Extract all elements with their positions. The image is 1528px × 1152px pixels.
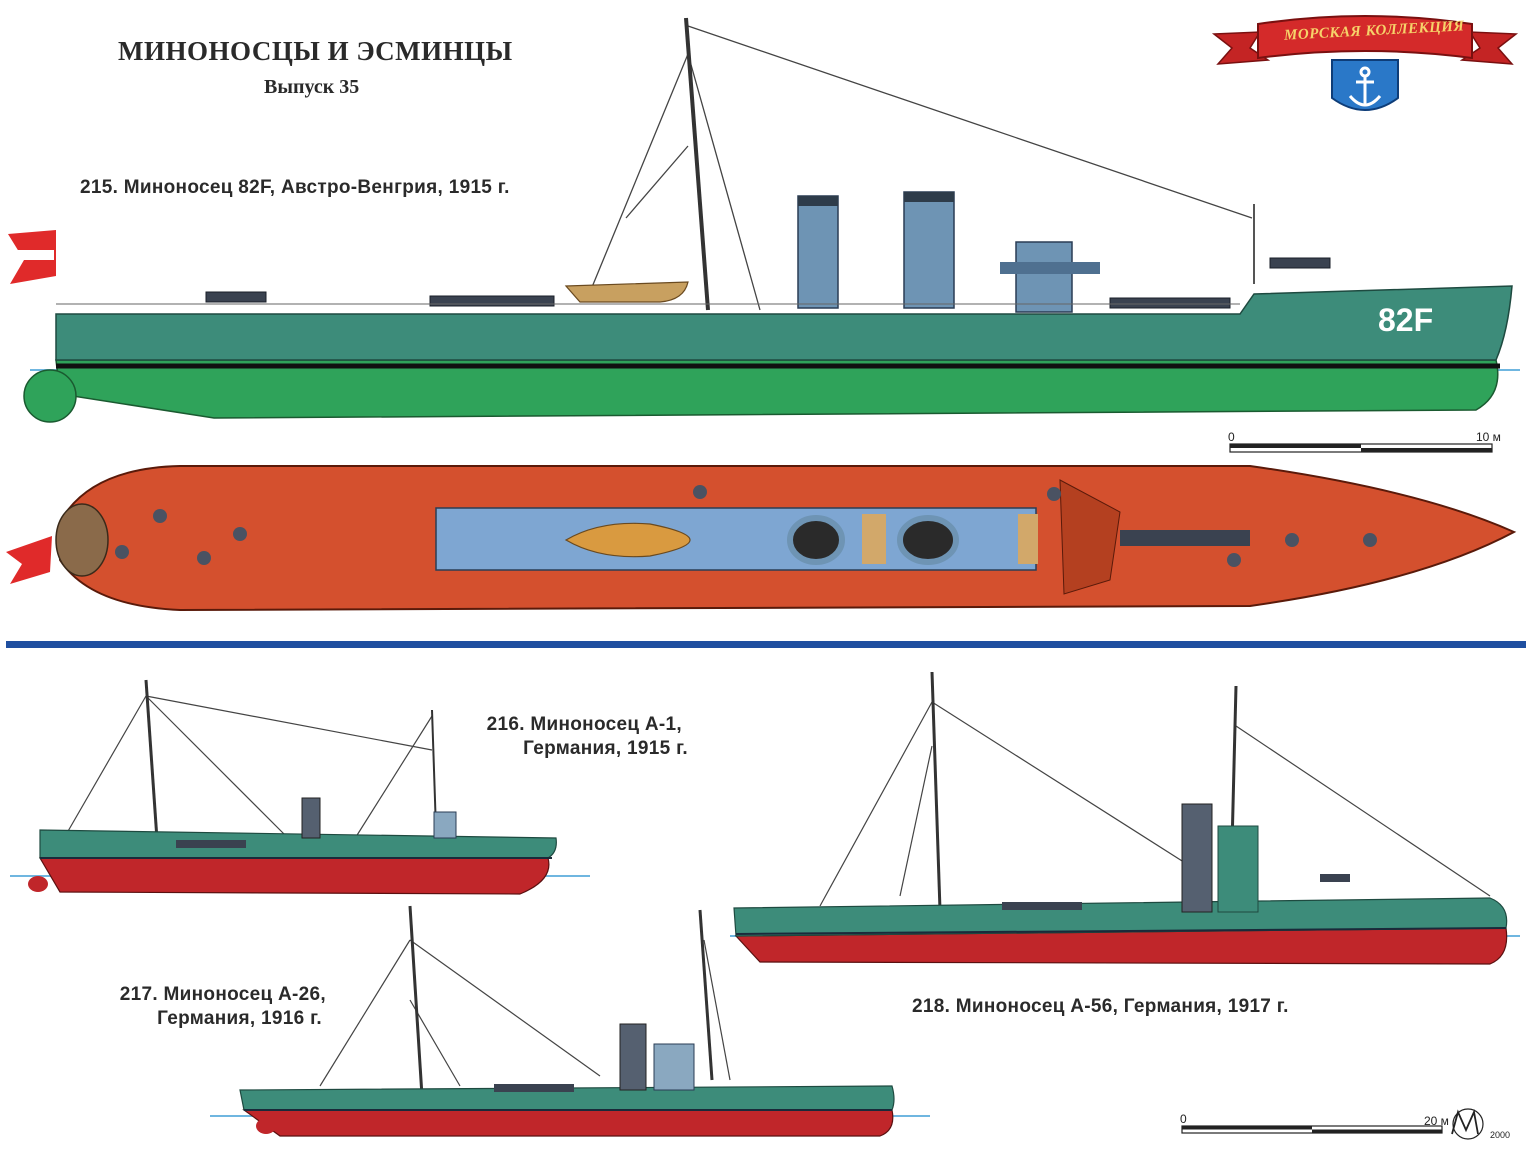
artist-signature: [1451, 1108, 1484, 1140]
scale-bar-10m: [1229, 443, 1493, 453]
caption-ship-215: 215. Миноносец 82F, Австро-Венгрия, 1915…: [80, 177, 510, 198]
hull-number-82f: 82F: [1378, 302, 1434, 338]
ship-217-profile: [210, 905, 930, 1137]
caption-ship-216-line2: Германия, 1915 г.: [523, 738, 688, 759]
scale-10-start: 0: [1228, 430, 1235, 444]
page-title: МИНОНОСЦЫ И ЭСМИНЦЫ: [118, 36, 513, 66]
ship-215-profile: [8, 17, 1520, 423]
series-logo: [1211, 15, 1519, 111]
ship-218-profile: [730, 671, 1520, 965]
issue-number: Выпуск 35: [264, 76, 360, 98]
caption-ship-217-line2: Германия, 1916 г.: [157, 1008, 322, 1029]
section-divider: [6, 641, 1526, 648]
caption-ship-217-line1: 217. Миноносец А-26,: [119, 984, 326, 1005]
ship-216-profile: [10, 679, 590, 895]
caption-ship-216-line1: 216. Миноносец А-1,: [486, 714, 682, 735]
signature-year: 2000: [1490, 1130, 1511, 1140]
ship-215-top-view: [6, 465, 1517, 612]
scale-20-end: 20 м: [1424, 1114, 1449, 1128]
scale-20-start: 0: [1180, 1112, 1187, 1126]
scale-bar-20m: [1181, 1125, 1443, 1134]
caption-ship-218: 218. Миноносец А-56, Германия, 1917 г.: [912, 996, 1289, 1017]
scale-10-end: 10 м: [1476, 430, 1501, 444]
anchor-icon: [1348, 66, 1382, 107]
